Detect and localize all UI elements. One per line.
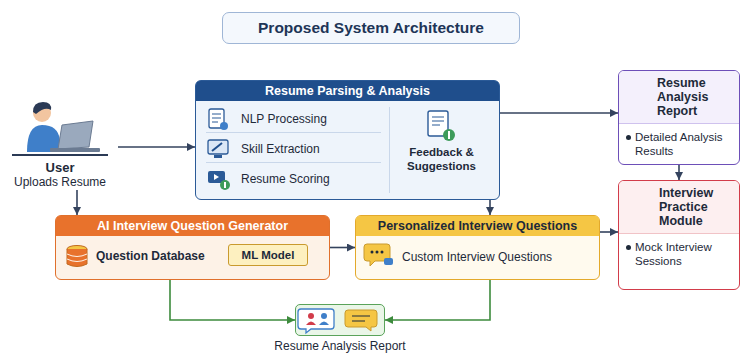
- user-illustration: [12, 102, 108, 155]
- flow-arrow: [600, 231, 618, 233]
- tile-caption: Resume Analysis Report: [265, 336, 415, 353]
- module-heading: AI Interview Question Generator: [56, 216, 329, 236]
- interview-tile-icons: [298, 309, 377, 333]
- item-label: Question Database: [64, 242, 216, 263]
- module-heading: Personalized Interview Questions: [356, 216, 599, 236]
- flow-arrow: [489, 200, 491, 215]
- output-connector: [385, 280, 490, 320]
- step-label: Resume Scoring: [206, 165, 381, 186]
- flow-arrow: [76, 190, 78, 215]
- chat-icon: [364, 244, 393, 266]
- nlp-icon: [209, 109, 228, 130]
- step-row: Skill Extraction: [206, 135, 381, 163]
- step-row: NLP Processing: [206, 105, 381, 133]
- database-item: Question Database: [64, 242, 216, 270]
- flow-arrow: [330, 247, 355, 249]
- skill-icon: [208, 140, 228, 158]
- module-heading: Resume Parsing & Analysis: [196, 81, 499, 101]
- database-icon: [67, 246, 87, 267]
- practice-icon: [625, 190, 653, 218]
- flow-arrow: [678, 165, 680, 180]
- step-row: Resume Scoring: [206, 165, 381, 193]
- flow-arrow: [500, 112, 618, 114]
- card-heading: Resume Analysis Report: [619, 71, 739, 124]
- output-tile: Resume Analysis Report: [265, 304, 415, 356]
- module-box: Resume Parsing & AnalysisNLP ProcessingS…: [195, 80, 500, 200]
- practice-card: Interview Practice ModuleMock Interview …: [618, 180, 740, 290]
- feedback-cell: Feedback & Suggestions: [389, 107, 493, 193]
- step-label: Skill Extraction: [206, 135, 381, 156]
- feedback-label: Feedback & Suggestions: [390, 107, 493, 173]
- scoring-icon: [208, 171, 230, 190]
- model-tag: ML Model: [228, 244, 308, 266]
- actor-name: User: [5, 100, 115, 175]
- step-label: NLP Processing: [206, 105, 381, 126]
- module-box: Personalized Interview QuestionsCustom I…: [355, 215, 600, 280]
- feedback-icon: [428, 111, 455, 141]
- flow-arrow: [118, 146, 195, 148]
- bullet-item: Mock Interview Sessions: [619, 234, 739, 272]
- diagram-title: Proposed System Architecture: [222, 12, 520, 44]
- actor-caption: Uploads Resume: [5, 175, 115, 189]
- card-heading: Interview Practice Module: [619, 181, 739, 234]
- module-box: AI Interview Question GeneratorQuestion …: [55, 215, 330, 280]
- output-connector: [170, 280, 295, 320]
- report-card: Resume Analysis ReportDetailed Analysis …: [618, 70, 740, 165]
- icon-tile: [295, 304, 385, 336]
- user-actor: UserUploads Resume: [5, 100, 115, 190]
- report-icon: [627, 79, 649, 106]
- bullet-item: Detailed Analysis Results: [619, 124, 739, 162]
- module-body: Custom Interview Questions: [356, 236, 599, 264]
- tag-label: ML Model: [229, 245, 307, 265]
